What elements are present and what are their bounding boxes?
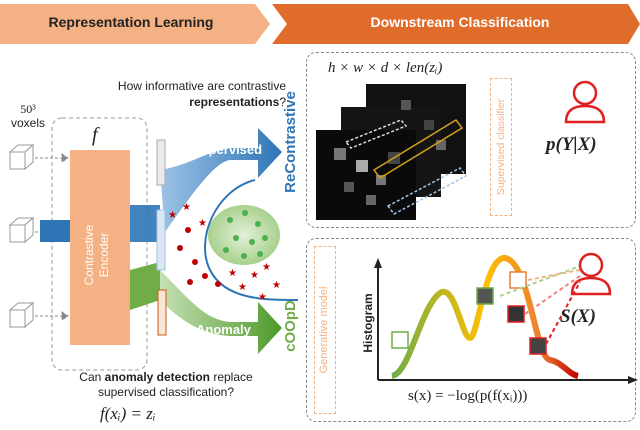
question-anomaly: Can anomaly detection replace supervised… — [56, 370, 276, 400]
sample-cubes — [391, 271, 547, 355]
svg-text:★: ★ — [228, 268, 237, 279]
question-anomaly-suffix: replace — [210, 370, 253, 384]
representation-learning-banner — [0, 4, 270, 44]
person-icon-bottom — [570, 252, 612, 296]
supervised-arrow — [160, 128, 282, 232]
supervised-output-formula: p(Y|X) — [546, 134, 597, 155]
encoder-label-line1: Contrastive — [82, 224, 96, 286]
svg-text:★: ★ — [258, 292, 267, 303]
input-cube-2 — [8, 216, 35, 244]
downstream-classification-banner — [272, 4, 640, 44]
question-informative-line1: How informative are contrastive — [117, 79, 286, 93]
supervised-panel — [306, 52, 636, 228]
svg-text:★: ★ — [250, 270, 259, 281]
question-anomaly-prefix: Can — [79, 370, 105, 384]
decision-boundary — [204, 179, 299, 301]
svg-text:★: ★ — [238, 282, 247, 293]
anomaly-output-formula: S(X) — [560, 306, 596, 327]
header-banner — [0, 4, 640, 44]
question-informative: How informative are contrastive represen… — [86, 78, 286, 110]
generative-model-box — [314, 246, 336, 414]
representation-learning-title: Representation Learning — [48, 14, 214, 30]
dimension-formula: h × w × d × len(zᵢ) — [328, 60, 443, 76]
supervised-label: Supervised — [192, 142, 263, 157]
question-anomaly-bold: anomaly detection — [104, 370, 210, 384]
score-arrows — [499, 265, 581, 345]
encoder-symbol: f — [92, 124, 98, 146]
input-cube-1 — [8, 143, 35, 171]
svg-text:★: ★ — [272, 280, 281, 291]
question-informative-bold: representations — [189, 95, 280, 109]
feature-vector-2 — [156, 209, 166, 271]
contrastive-encoder-block — [70, 150, 130, 345]
anomaly-label: Anomaly — [196, 322, 251, 337]
downstream-classification-title: Downstream Classification — [370, 14, 550, 30]
encoder-label-line2: Encoder — [97, 232, 111, 278]
coopd-label: cOOpD — [282, 300, 299, 352]
encoder-formula: f(xᵢ) = zᵢ — [100, 404, 156, 423]
voxels-label: voxels — [10, 116, 45, 130]
svg-text:★: ★ — [182, 202, 191, 213]
voxels-count: 50³ — [20, 102, 36, 116]
supervised-classifier-box — [490, 78, 512, 216]
feature-vector-3 — [157, 289, 167, 336]
person-icon-top — [564, 80, 606, 124]
generative-model-label: Generative model — [318, 286, 330, 374]
supervised-classifier-label: Supervised classifier — [495, 98, 507, 196]
encoder-dashed-box — [51, 117, 148, 371]
encoder-label: Contrastive Encoder — [82, 207, 118, 303]
anomaly-arrow — [160, 270, 282, 354]
feature-vector-1 — [156, 139, 166, 186]
histogram-axis-label: Histogram — [361, 293, 375, 353]
recontrastive-label: ReContrastive — [282, 91, 299, 193]
encoder-output-stream — [130, 205, 160, 242]
svg-text:★: ★ — [198, 218, 207, 229]
histogram-plot — [374, 255, 638, 384]
inlier-points — [223, 210, 268, 259]
score-formula: s(x) = −log(p(f(xᵢ))) — [408, 388, 528, 404]
outlier-points — [177, 227, 221, 287]
anomaly-panel — [306, 238, 636, 422]
input-cube-3 — [8, 301, 35, 329]
feature-map-stack — [316, 84, 468, 220]
outlier-stars: ★★★ ★★★ ★★★ — [168, 202, 281, 303]
encoder-green-stream — [130, 262, 160, 310]
question-informative-end: ? — [279, 95, 286, 109]
question-anomaly-line2: supervised classification? — [97, 385, 235, 399]
svg-text:★: ★ — [262, 262, 271, 273]
svg-text:★: ★ — [168, 210, 177, 221]
